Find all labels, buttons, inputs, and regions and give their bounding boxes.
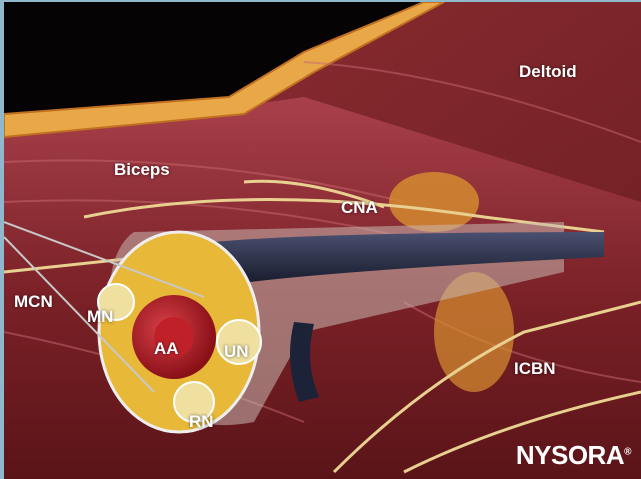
nerves	[4, 179, 641, 474]
median-nerve	[97, 283, 135, 321]
label-deltoid: Deltoid	[519, 62, 577, 81]
fat-cluster	[389, 172, 479, 232]
ulnar-nerve	[216, 319, 262, 365]
needle	[4, 236, 155, 393]
label-cna: CNA	[341, 198, 378, 217]
registered-mark: ®	[624, 446, 631, 458]
fat-cluster	[434, 272, 514, 392]
needle	[4, 221, 205, 298]
label-biceps: Biceps	[114, 160, 170, 179]
radial-nerve	[173, 381, 215, 423]
label-un: UN	[224, 342, 249, 361]
logo-text: NYSORA	[515, 440, 625, 470]
anatomy-illustration: Deltoid Biceps CNA MCN MN AA UN RN ICBN …	[4, 2, 641, 479]
nysora-logo: NYSORA®	[515, 440, 632, 471]
label-aa: AA	[154, 339, 179, 358]
fat-layer	[4, 2, 445, 139]
vein-cross-section	[290, 322, 319, 402]
label-mn: MN	[87, 307, 114, 326]
label-mcn: MCN	[14, 292, 53, 311]
illustration-art	[4, 2, 641, 479]
label-icbn: ICBN	[514, 359, 556, 378]
vein-tube	[154, 232, 604, 288]
label-rn: RN	[189, 412, 214, 431]
